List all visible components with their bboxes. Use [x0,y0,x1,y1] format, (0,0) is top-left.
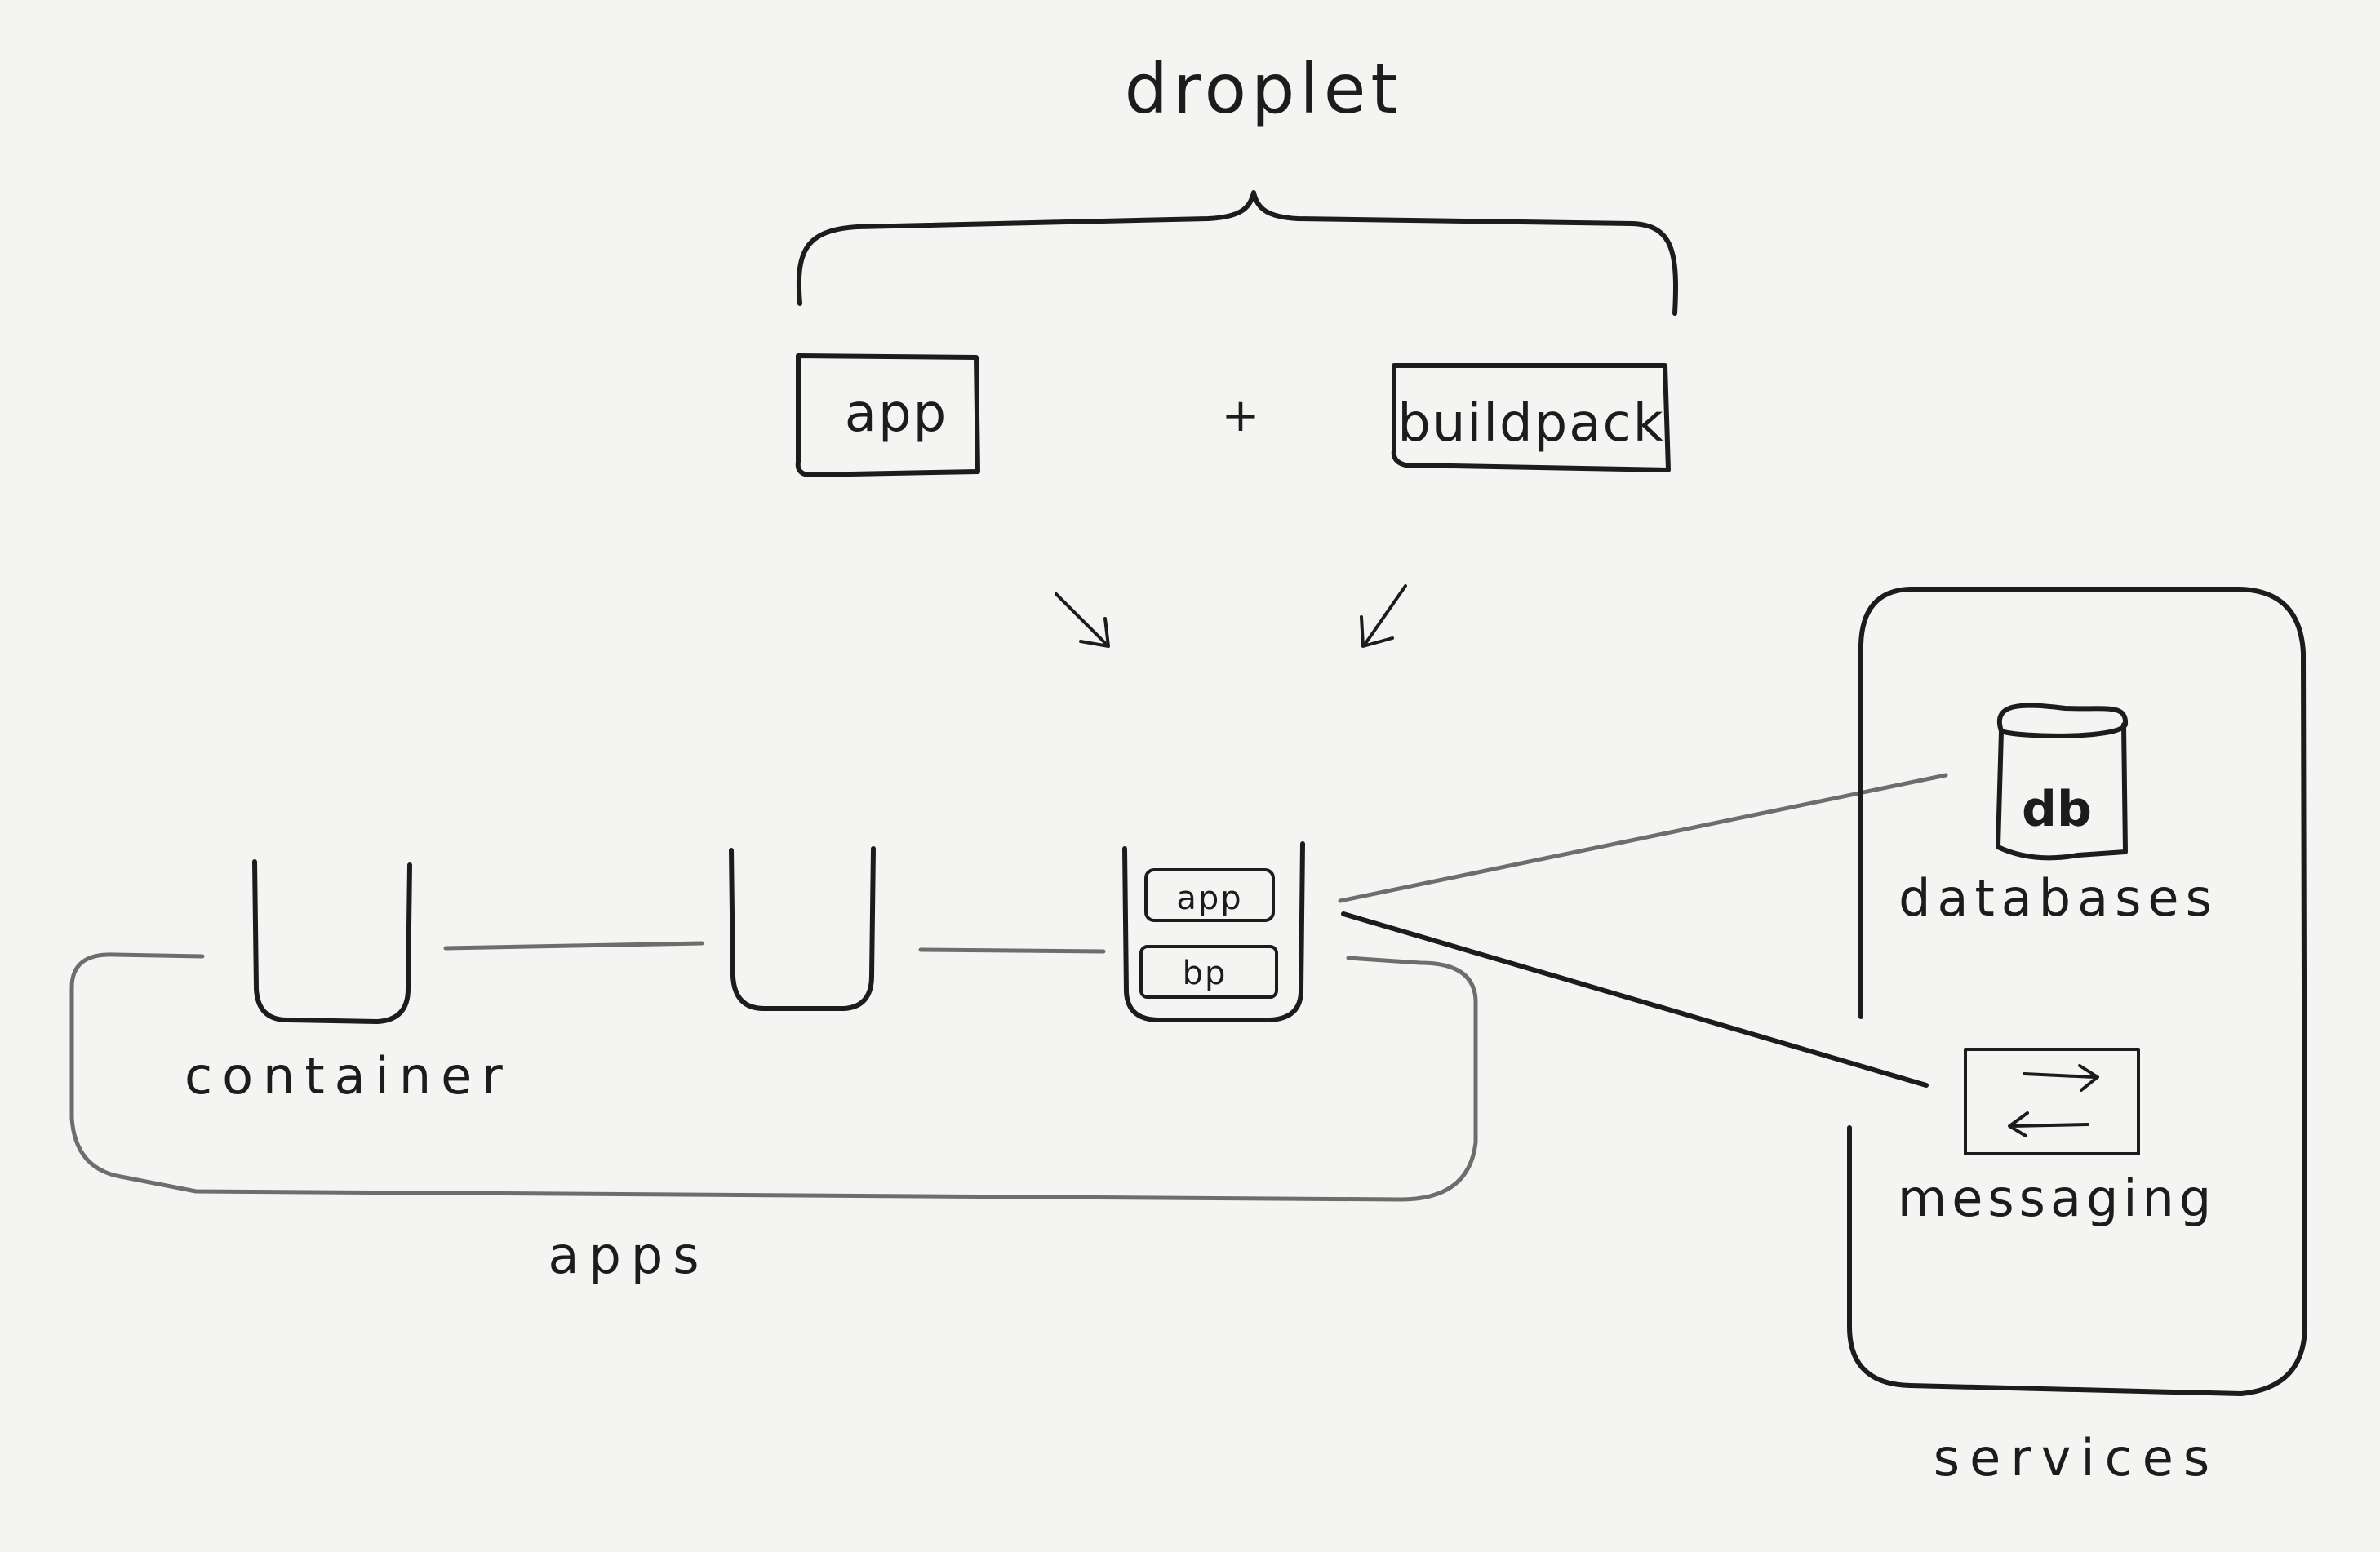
database-icon: db [1996,703,2129,861]
app-box: app [795,353,980,477]
buildpack-box: buildpack [1391,363,1671,472]
arrow-buildpack-down [1360,584,1407,648]
arrow-app-down [1055,592,1110,648]
databases-label: databases [1898,868,2218,928]
inner-bp-box [1139,945,1278,999]
app-box-label: app [845,384,948,444]
connector-line [443,941,704,951]
container-label: container [184,1046,513,1106]
apps-platform [69,952,1478,1202]
services-panel [1847,587,2308,1396]
inner-bp-label: bp [1183,955,1228,992]
db-label: db [2022,781,2092,838]
droplet-brace [796,190,1679,316]
container-with-droplet: app bp [1122,841,1305,1022]
messaging-icon [1964,1048,2140,1155]
connector-line [918,947,1106,954]
inner-app-label: app [1176,880,1242,917]
buildpack-box-label: buildpack [1397,393,1664,454]
binding-line-databases [1338,773,1948,903]
droplet-label: droplet [1125,49,1403,129]
messaging-label: messaging [1898,1168,2216,1228]
apps-label: apps [548,1226,708,1285]
binding-line-messaging [1341,911,1929,1088]
inner-app-box [1144,868,1275,922]
services-label: services [1934,1428,2219,1488]
plus-sign: + [1222,389,1260,442]
container [729,846,876,1011]
container [252,859,412,1024]
